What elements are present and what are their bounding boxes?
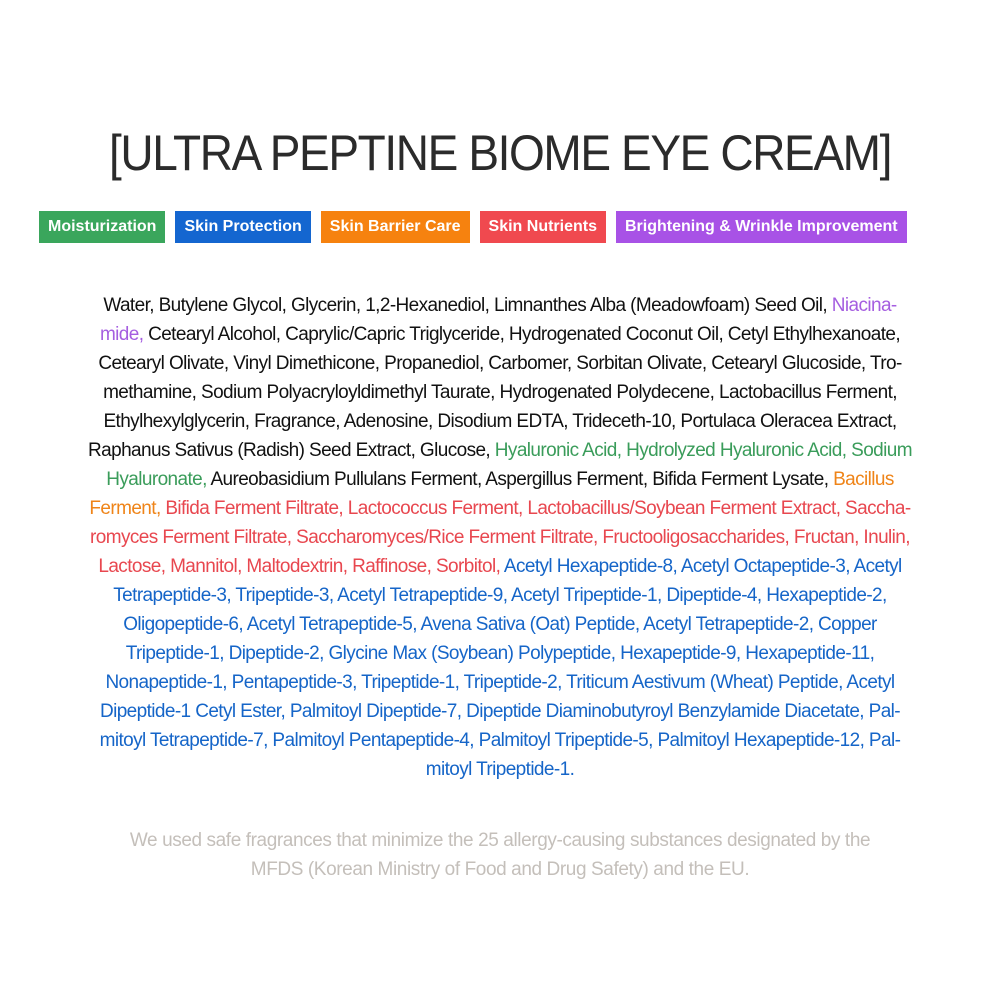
ingredient-segment-red: Lactose, Mannitol, Maltodextrin, Raffino… [98,556,504,577]
ingredient-line: Ethylhexylglycerin, Fragrance, Adenosine… [0,407,1000,436]
ingredient-segment-black: Cetearyl Alcohol, Caprylic/Capric Trigly… [148,324,901,345]
fragrance-note: We used safe fragrances that minimize th… [0,826,1000,884]
ingredient-line: Cetearyl Olivate, Vinyl Dimethicone, Pro… [0,349,1000,378]
ingredient-line: mide, Cetearyl Alcohol, Caprylic/Capric … [0,320,1000,349]
ingredient-line: Ferment, Bifida Ferment Filtrate, Lactoc… [0,494,1000,523]
ingredient-segment-purple: mide, [99,324,149,345]
note-line-2: MFDS (Korean Ministry of Food and Drug S… [250,859,750,880]
ingredient-segment-black: Cetearyl Olivate, Vinyl Dimethicone, Pro… [98,353,902,374]
ingredient-segment-black: Raphanus Sativus (Radish) Seed Extract, … [88,440,495,461]
ingredient-segment-green: Hyaluronic Acid, Hydrolyzed Hyaluronic A… [494,440,913,461]
ingredient-segment-blue: Dipeptide-1 Cetyl Ester, Palmitoyl Dipep… [99,701,901,722]
ingredient-segment-blue: Nonapeptide-1, Pentapeptide-3, Tripeptid… [105,672,895,693]
ingredient-segment-blue: Acetyl Hexapeptide-8, Acetyl Octapeptide… [503,556,902,577]
ingredient-segment-black: Ethylhexylglycerin, Fragrance, Adenosine… [103,411,897,432]
tag-skin-nutrients: Skin Nutrients [479,211,606,243]
category-legend: Moisturization Skin Protection Skin Barr… [39,211,907,243]
ingredient-line: mitoyl Tripeptide-1. [0,755,1000,784]
ingredient-line: Tetrapeptide-3, Tripeptide-3, Acetyl Tet… [0,581,1000,610]
ingredient-segment-purple: Niacina- [831,295,898,316]
ingredient-line: Raphanus Sativus (Radish) Seed Extract, … [0,436,1000,465]
ingredient-list: Water, Butylene Glycol, Glycerin, 1,2-He… [0,291,1000,784]
tag-brightening-wrinkle: Brightening & Wrinkle Improvement [616,211,907,243]
ingredient-line: Lactose, Mannitol, Maltodextrin, Raffino… [0,552,1000,581]
tag-skin-barrier-care: Skin Barrier Care [320,211,470,243]
ingredient-segment-red: Bifida Ferment Filtrate, Lactococcus Fer… [165,498,911,519]
ingredient-segment-orange: Bacillus [833,469,894,490]
ingredient-segment-blue: Oligopeptide-6, Acetyl Tetrapeptide-5, A… [123,614,877,635]
ingredient-line: Hyaluronate, Aureobasidium Pullulans Fer… [0,465,1000,494]
ingredient-line: Tripeptide-1, Dipeptide-2, Glycine Max (… [0,639,1000,668]
ingredient-segment-blue: Tetrapeptide-3, Tripeptide-3, Acetyl Tet… [113,585,887,606]
ingredient-segment-blue: Tripeptide-1, Dipeptide-2, Glycine Max (… [125,643,875,664]
ingredient-segment-orange: Ferment, [89,498,166,519]
ingredient-segment-black: Aureobasidium Pullulans Ferment, Aspergi… [210,469,834,490]
ingredient-segment-black: Water, Butylene Glycol, Glycerin, 1,2-He… [103,295,832,316]
page-title: [ULTRA PEPTINE BIOME EYE CREAM] [109,124,892,181]
ingredient-line: romyces Ferment Filtrate, Saccharomyces/… [0,523,1000,552]
ingredient-line: Dipeptide-1 Cetyl Ester, Palmitoyl Dipep… [0,697,1000,726]
ingredient-line: mitoyl Tetrapeptide-7, Palmitoyl Pentape… [0,726,1000,755]
ingredient-segment-green: Hyaluronate, [106,469,211,490]
ingredient-segment-blue: mitoyl Tetrapeptide-7, Palmitoyl Pentape… [99,730,901,751]
tag-moisturization: Moisturization [39,211,166,243]
ingredient-line: methamine, Sodium Polyacryloyldimethyl T… [0,378,1000,407]
ingredient-line: Water, Butylene Glycol, Glycerin, 1,2-He… [0,291,1000,320]
ingredient-line: Nonapeptide-1, Pentapeptide-3, Tripeptid… [0,668,1000,697]
note-line-1: We used safe fragrances that minimize th… [129,830,871,851]
ingredient-line: Oligopeptide-6, Acetyl Tetrapeptide-5, A… [0,610,1000,639]
ingredient-segment-black: methamine, Sodium Polyacryloyldimethyl T… [103,382,897,403]
tag-skin-protection: Skin Protection [175,211,311,243]
ingredient-segment-blue: mitoyl Tripeptide-1. [425,759,575,780]
ingredient-segment-red: romyces Ferment Filtrate, Saccharomyces/… [90,527,910,548]
